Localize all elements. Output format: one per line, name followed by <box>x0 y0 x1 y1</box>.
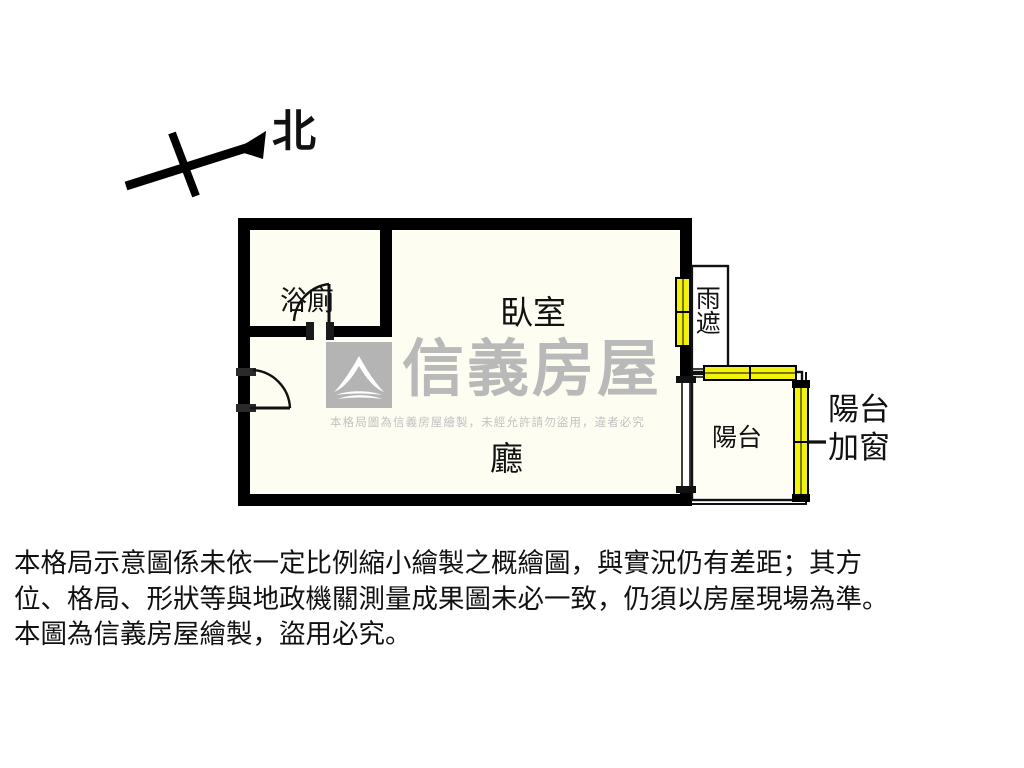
balcony-right-window <box>792 380 810 502</box>
north-label: 北 <box>272 106 316 157</box>
rain-shade-window <box>675 277 691 347</box>
bathroom-door <box>292 282 334 340</box>
room-label-balcony: 陽台 <box>712 423 763 452</box>
disclaimer-line-1: 本格局示意圖係未依一定比例縮小繪製之概繪圖，與實況仍有差距；其方 <box>14 548 862 579</box>
bathroom-walls <box>250 226 392 337</box>
room-label-hall: 廳 <box>490 439 523 478</box>
interior-floor-fill <box>240 226 800 498</box>
disclaimer-line-2: 位、格局、形狀等與地政機關測量成果圖未必一致，仍須以房屋現場為準。 <box>14 583 889 615</box>
annotation-balcony-window-line2: 加窗 <box>828 429 890 466</box>
room-label-rain-shade: 雨遮 <box>692 285 722 335</box>
room-label-bedroom: 臥室 <box>500 293 566 332</box>
north-arrow-icon <box>124 131 266 198</box>
annotation-balcony-window: 陽台 加窗 <box>828 392 890 468</box>
hall-sliding-door <box>676 376 696 493</box>
disclaimer-text: 本格局示意圖係未依一定比例縮小繪製之概繪圖，與實況仍有差距；其方 位、格局、形狀… <box>14 546 1010 653</box>
disclaimer-line-3: 本圖為信義房屋繪製，盜用必究。 <box>14 619 412 650</box>
annotation-balcony-window-line1: 陽台 <box>828 392 890 428</box>
balcony-top-window <box>692 365 797 381</box>
room-label-bathroom: 浴廁 <box>280 286 334 317</box>
exterior-walls <box>238 218 692 506</box>
entry-door <box>236 368 292 412</box>
